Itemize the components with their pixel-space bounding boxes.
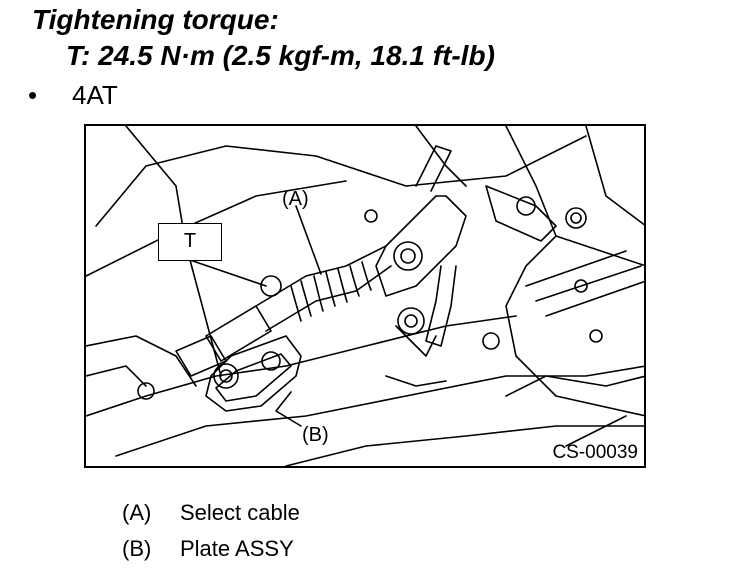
label-b: (B): [302, 424, 329, 446]
select-cable-drawing: [86, 126, 644, 466]
legend-text: Select cable: [180, 500, 300, 525]
legend-key: (A): [122, 500, 152, 525]
legend-text: Plate ASSY: [180, 536, 294, 561]
torque-spec: T: 24.5 N·m (2.5 kgf-m, 18.1 ft-lb): [66, 40, 495, 71]
bullet-text: 4AT: [72, 80, 118, 110]
bullet-item: • 4AT: [28, 80, 118, 110]
legend-key: (B): [122, 536, 152, 561]
figure-code: CS-00039: [552, 442, 638, 463]
technical-illustration: T (A) (B) CS-00039: [84, 124, 646, 468]
legend-item: (B) Plate ASSY: [122, 536, 294, 562]
torque-callout-box: T: [158, 223, 222, 261]
legend-item: (A) Select cable: [122, 500, 300, 526]
bullet-symbol: •: [28, 80, 38, 110]
label-a: (A): [282, 188, 309, 210]
section-heading: Tightening torque:: [32, 4, 279, 35]
